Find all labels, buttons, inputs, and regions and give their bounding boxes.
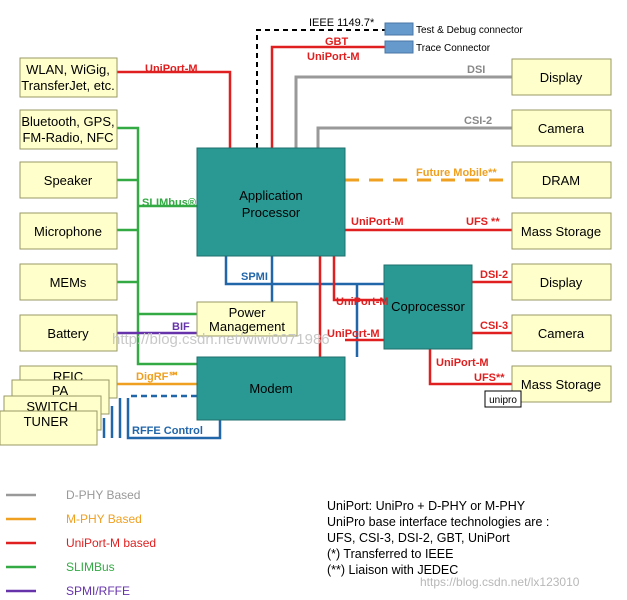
wlan-box xyxy=(19,57,118,98)
watermark-bottom: https://blog.csdn.net/lx123010 xyxy=(420,575,580,589)
coprocessor-block xyxy=(383,264,473,350)
future-mobile-label: Future Mobile** xyxy=(416,167,497,179)
display-top-label: Display xyxy=(540,70,583,85)
tuner-box xyxy=(0,410,98,446)
bluetooth-label-line1: Bluetooth, GPS, xyxy=(21,114,114,129)
trace-connector xyxy=(384,40,414,54)
spmi-label: SPMI xyxy=(241,271,268,283)
mass-storage-copro-box xyxy=(511,365,612,403)
ieee-1149-line xyxy=(256,29,385,148)
battery-box xyxy=(19,314,118,352)
switch-label: SWITCH xyxy=(26,399,77,414)
note-line-5: (**) Liaison with JEDEC xyxy=(327,563,458,577)
camera-copro-box xyxy=(511,314,612,352)
rffe-control-label: RFFE Control xyxy=(132,425,203,437)
legend-label-4: SPMI/RFFE xyxy=(66,584,130,598)
wlan-uniport-line xyxy=(117,70,232,148)
mass-storage-top-box xyxy=(511,212,612,250)
speaker-label: Speaker xyxy=(44,173,93,188)
tuner-label: TUNER xyxy=(24,414,69,429)
camera-copro-label: Camera xyxy=(538,326,585,341)
coprocessor-label: Coprocessor xyxy=(391,299,465,314)
slimbus-bus-line xyxy=(117,126,197,366)
spmi-bus-line xyxy=(224,256,384,286)
csi2-line xyxy=(316,126,512,148)
camera-top-box xyxy=(511,109,612,147)
test-debug-connector xyxy=(384,22,414,36)
legend-label-3: SLIMBus xyxy=(66,560,115,574)
app-processor-label-line2: Processor xyxy=(242,205,301,220)
note-line-1: UniPort: UniPro + D-PHY or M-PHY xyxy=(327,499,526,513)
dsi-line xyxy=(294,75,512,148)
power-label-line1: Power xyxy=(229,305,267,320)
bluetooth-box xyxy=(19,109,118,150)
bluetooth-label-line2: FM-Radio, NFC xyxy=(22,130,113,145)
bif-label: BIF xyxy=(172,321,190,333)
microphone-label: Microphone xyxy=(34,224,102,239)
modem-label: Modem xyxy=(249,381,292,396)
rffe-control-line xyxy=(126,398,222,440)
wlan-label-line2: TransferJet, etc. xyxy=(21,78,114,93)
app-processor-label-line1: Application xyxy=(239,188,303,203)
digrf-label: DigRF℠ xyxy=(136,371,180,383)
ufs-top-label: UFS ** xyxy=(466,216,500,228)
copro-mass-storage-line xyxy=(428,349,512,386)
gbt-line xyxy=(270,45,385,148)
battery-label: Battery xyxy=(47,326,89,341)
app-copro-line-1 xyxy=(332,256,384,302)
uniport-m-mass-label: UniPort-M xyxy=(351,216,404,228)
ieee-label: IEEE 1149.7* xyxy=(309,17,375,29)
note-line-4: (*) Transferred to IEEE xyxy=(327,547,453,561)
dsi2-label: DSI-2 xyxy=(480,269,508,281)
mass-storage-copro-label: Mass Storage xyxy=(521,377,601,392)
wlan-label-line1: WLAN, WiGig, xyxy=(26,62,110,77)
legend-label-1: M-PHY Based xyxy=(66,512,142,526)
slimbus-label: SLIMbus® xyxy=(142,197,196,209)
gbt-label: GBT xyxy=(325,36,349,48)
note-line-3: UFS, CSI-3, DSI-2, GBT, UniPort xyxy=(327,531,510,545)
display-top-box xyxy=(511,58,612,96)
note-line-2: UniPro base interface technologies are : xyxy=(327,515,549,529)
legend-label-0: D-PHY Based xyxy=(66,488,140,502)
uniport-m-copro2-label: UniPort-M xyxy=(327,328,380,340)
dsi-label: DSI xyxy=(467,64,485,76)
display-copro-label: Display xyxy=(540,275,583,290)
microphone-box xyxy=(19,212,118,250)
watermark-center: http://blog.csdn.net/wiwi0071986 xyxy=(112,331,330,348)
uniport-m-top-label: UniPort-M xyxy=(307,51,360,63)
dram-label: DRAM xyxy=(542,173,580,188)
application-processor-block xyxy=(196,147,346,257)
pa-label: PA xyxy=(52,383,69,398)
mems-box xyxy=(19,263,118,301)
legend-label-2: UniPort-M based xyxy=(66,536,156,550)
csi2-label: CSI-2 xyxy=(464,115,492,127)
test-debug-label: Test & Debug connector xyxy=(416,25,523,36)
trace-connector-label: Trace Connector xyxy=(416,43,491,54)
display-copro-box xyxy=(511,263,612,301)
dram-box xyxy=(511,161,612,199)
uniport-m-copro-mass-label: UniPort-M xyxy=(436,357,489,369)
camera-top-label: Camera xyxy=(538,121,585,136)
ufs-copro-label: UFS** xyxy=(474,372,505,384)
modem-block xyxy=(196,356,346,421)
unipro-tag-label: unipro xyxy=(489,395,517,406)
power-management-block xyxy=(196,301,298,337)
csi3-label: CSI-3 xyxy=(480,320,508,332)
unipro-tag xyxy=(484,390,522,408)
mems-label: MEMs xyxy=(50,275,87,290)
power-label-line2: Management xyxy=(209,319,285,334)
uniport-m-copro1-label: UniPort-M xyxy=(336,296,389,308)
speaker-box xyxy=(19,161,118,199)
uniport-m-wlan-label: UniPort-M xyxy=(145,63,198,75)
mass-storage-top-label: Mass Storage xyxy=(521,224,601,239)
